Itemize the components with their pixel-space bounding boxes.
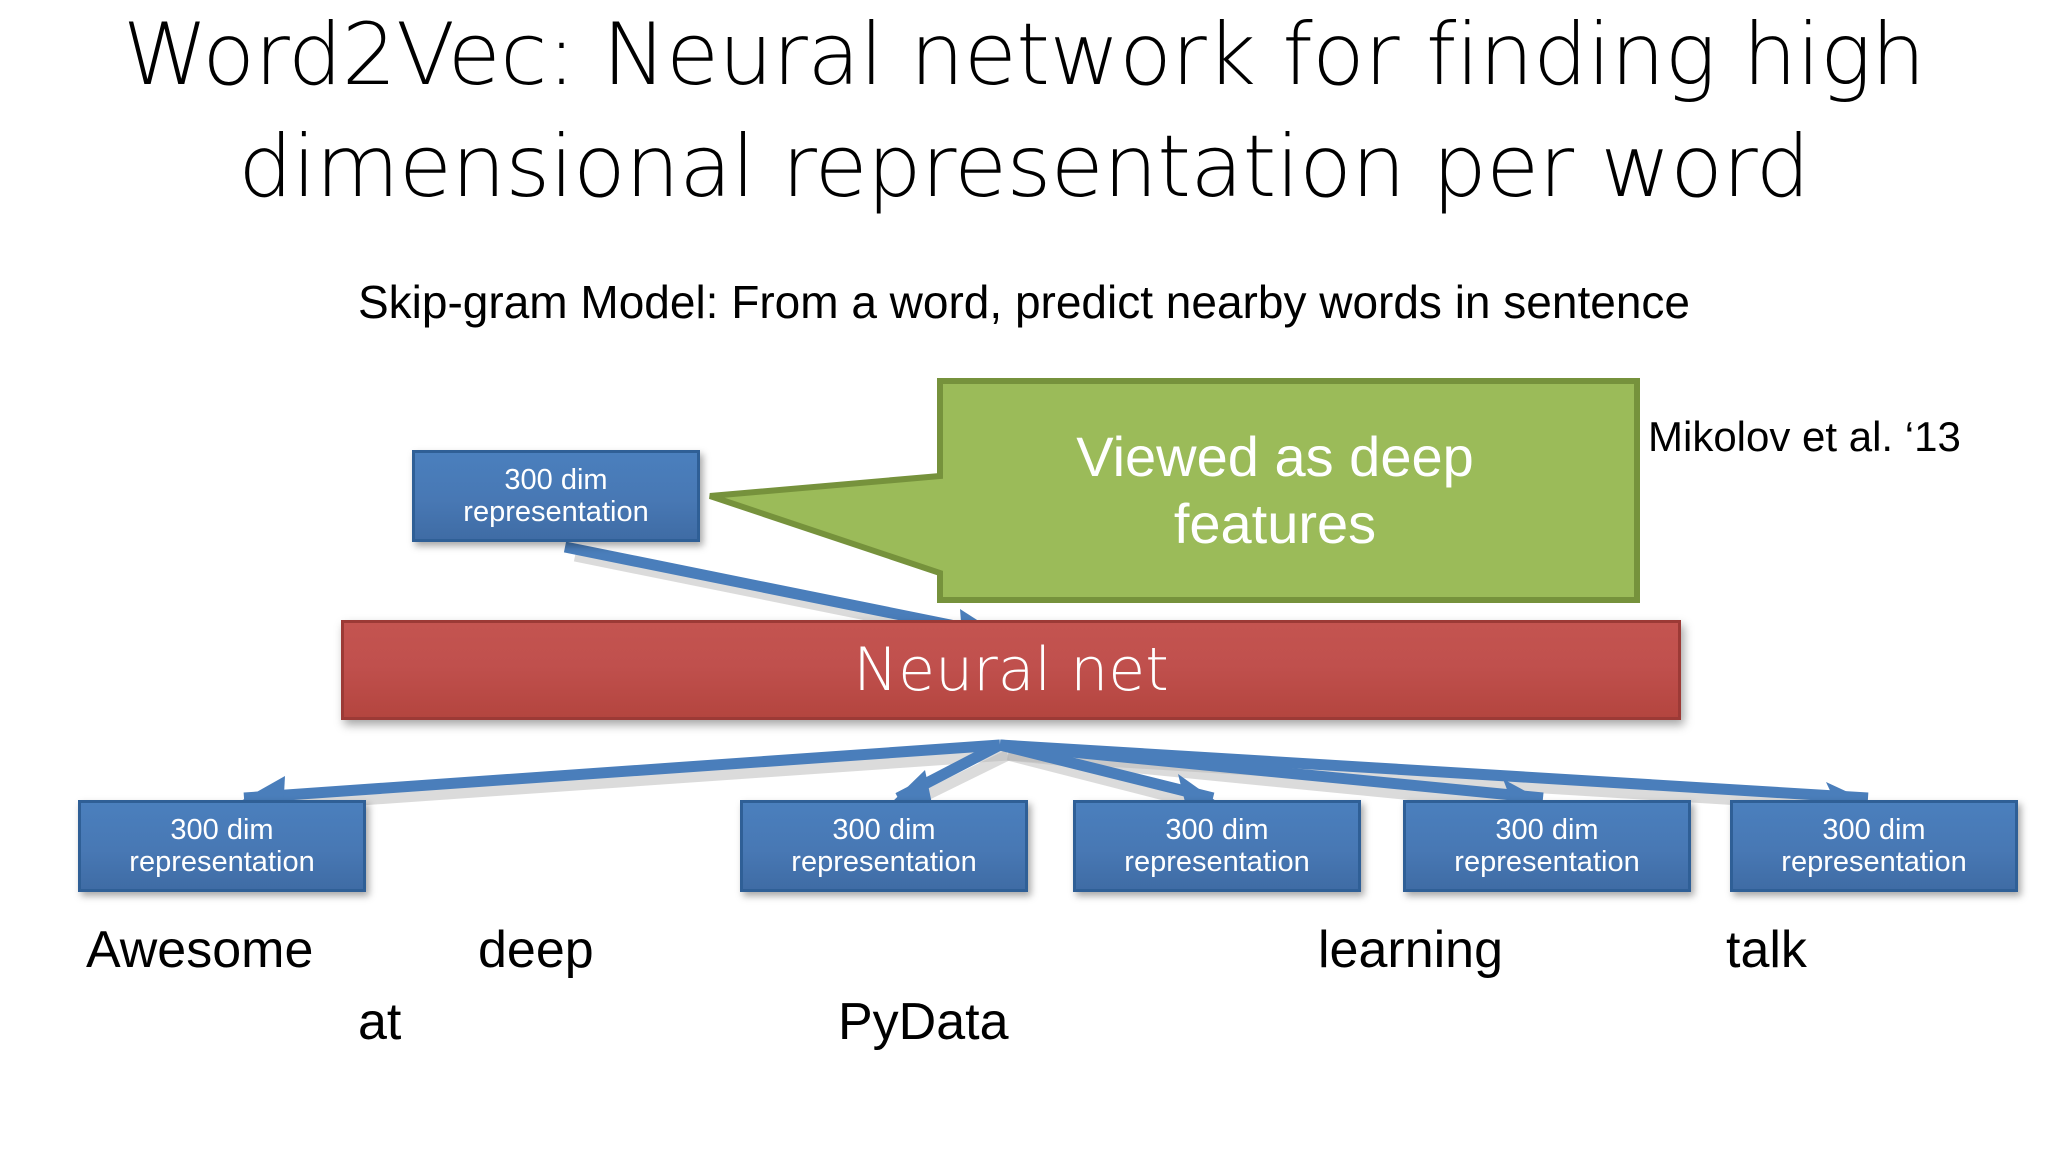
output-box-4-line-2: representation (1454, 846, 1640, 878)
callout-line-2: features (1173, 491, 1377, 555)
word-label-at: at (358, 993, 402, 1051)
input-representation-box[interactable]: 300 dim representation (412, 450, 700, 542)
input-box-line-2: representation (463, 496, 649, 528)
output-box-2-line-2: representation (791, 846, 977, 878)
output-box-1-line-1: 300 dim (170, 813, 274, 846)
word-label-deep: deep (478, 921, 594, 979)
callout-text: Viewed as deep features (955, 408, 1595, 573)
neural-net-label: Neural net (853, 635, 1169, 705)
callout-line-1: Viewed as deep (1076, 425, 1474, 489)
neural-net-bar[interactable]: Neural net (341, 620, 1681, 720)
page-title-line-2: dimensional representation per word (238, 117, 1810, 217)
output-representation-box-3[interactable]: 300 dim representation (1073, 800, 1361, 892)
output-box-2-line-1: 300 dim (832, 813, 936, 846)
word-label-pydata: PyData (838, 993, 1009, 1051)
output-box-3-line-1: 300 dim (1165, 813, 1269, 846)
output-representation-box-1[interactable]: 300 dim representation (78, 800, 366, 892)
output-box-5-line-1: 300 dim (1822, 813, 1926, 846)
word-label-learning: learning (1318, 921, 1504, 979)
output-representation-box-4[interactable]: 300 dim representation (1403, 800, 1691, 892)
word-label-awesome: Awesome (86, 921, 314, 979)
output-box-4-line-1: 300 dim (1495, 813, 1599, 846)
output-representation-box-2[interactable]: 300 dim representation (740, 800, 1028, 892)
output-representation-box-5[interactable]: 300 dim representation (1730, 800, 2018, 892)
input-box-line-1: 300 dim (504, 463, 608, 496)
subtitle: Skip-gram Model: From a word, predict ne… (357, 276, 1690, 328)
output-box-1-line-2: representation (129, 846, 315, 878)
output-box-3-line-2: representation (1124, 846, 1310, 878)
page-title-line-1: Word2Vec: Neural network for finding hig… (122, 5, 1926, 105)
word-label-talk: talk (1726, 921, 1807, 979)
callout-viewed-as-deep-features: Viewed as deep features (700, 378, 1640, 603)
citation-label: Mikolov et al. ‘13 (1648, 413, 1961, 460)
output-box-5-line-2: representation (1781, 846, 1967, 878)
